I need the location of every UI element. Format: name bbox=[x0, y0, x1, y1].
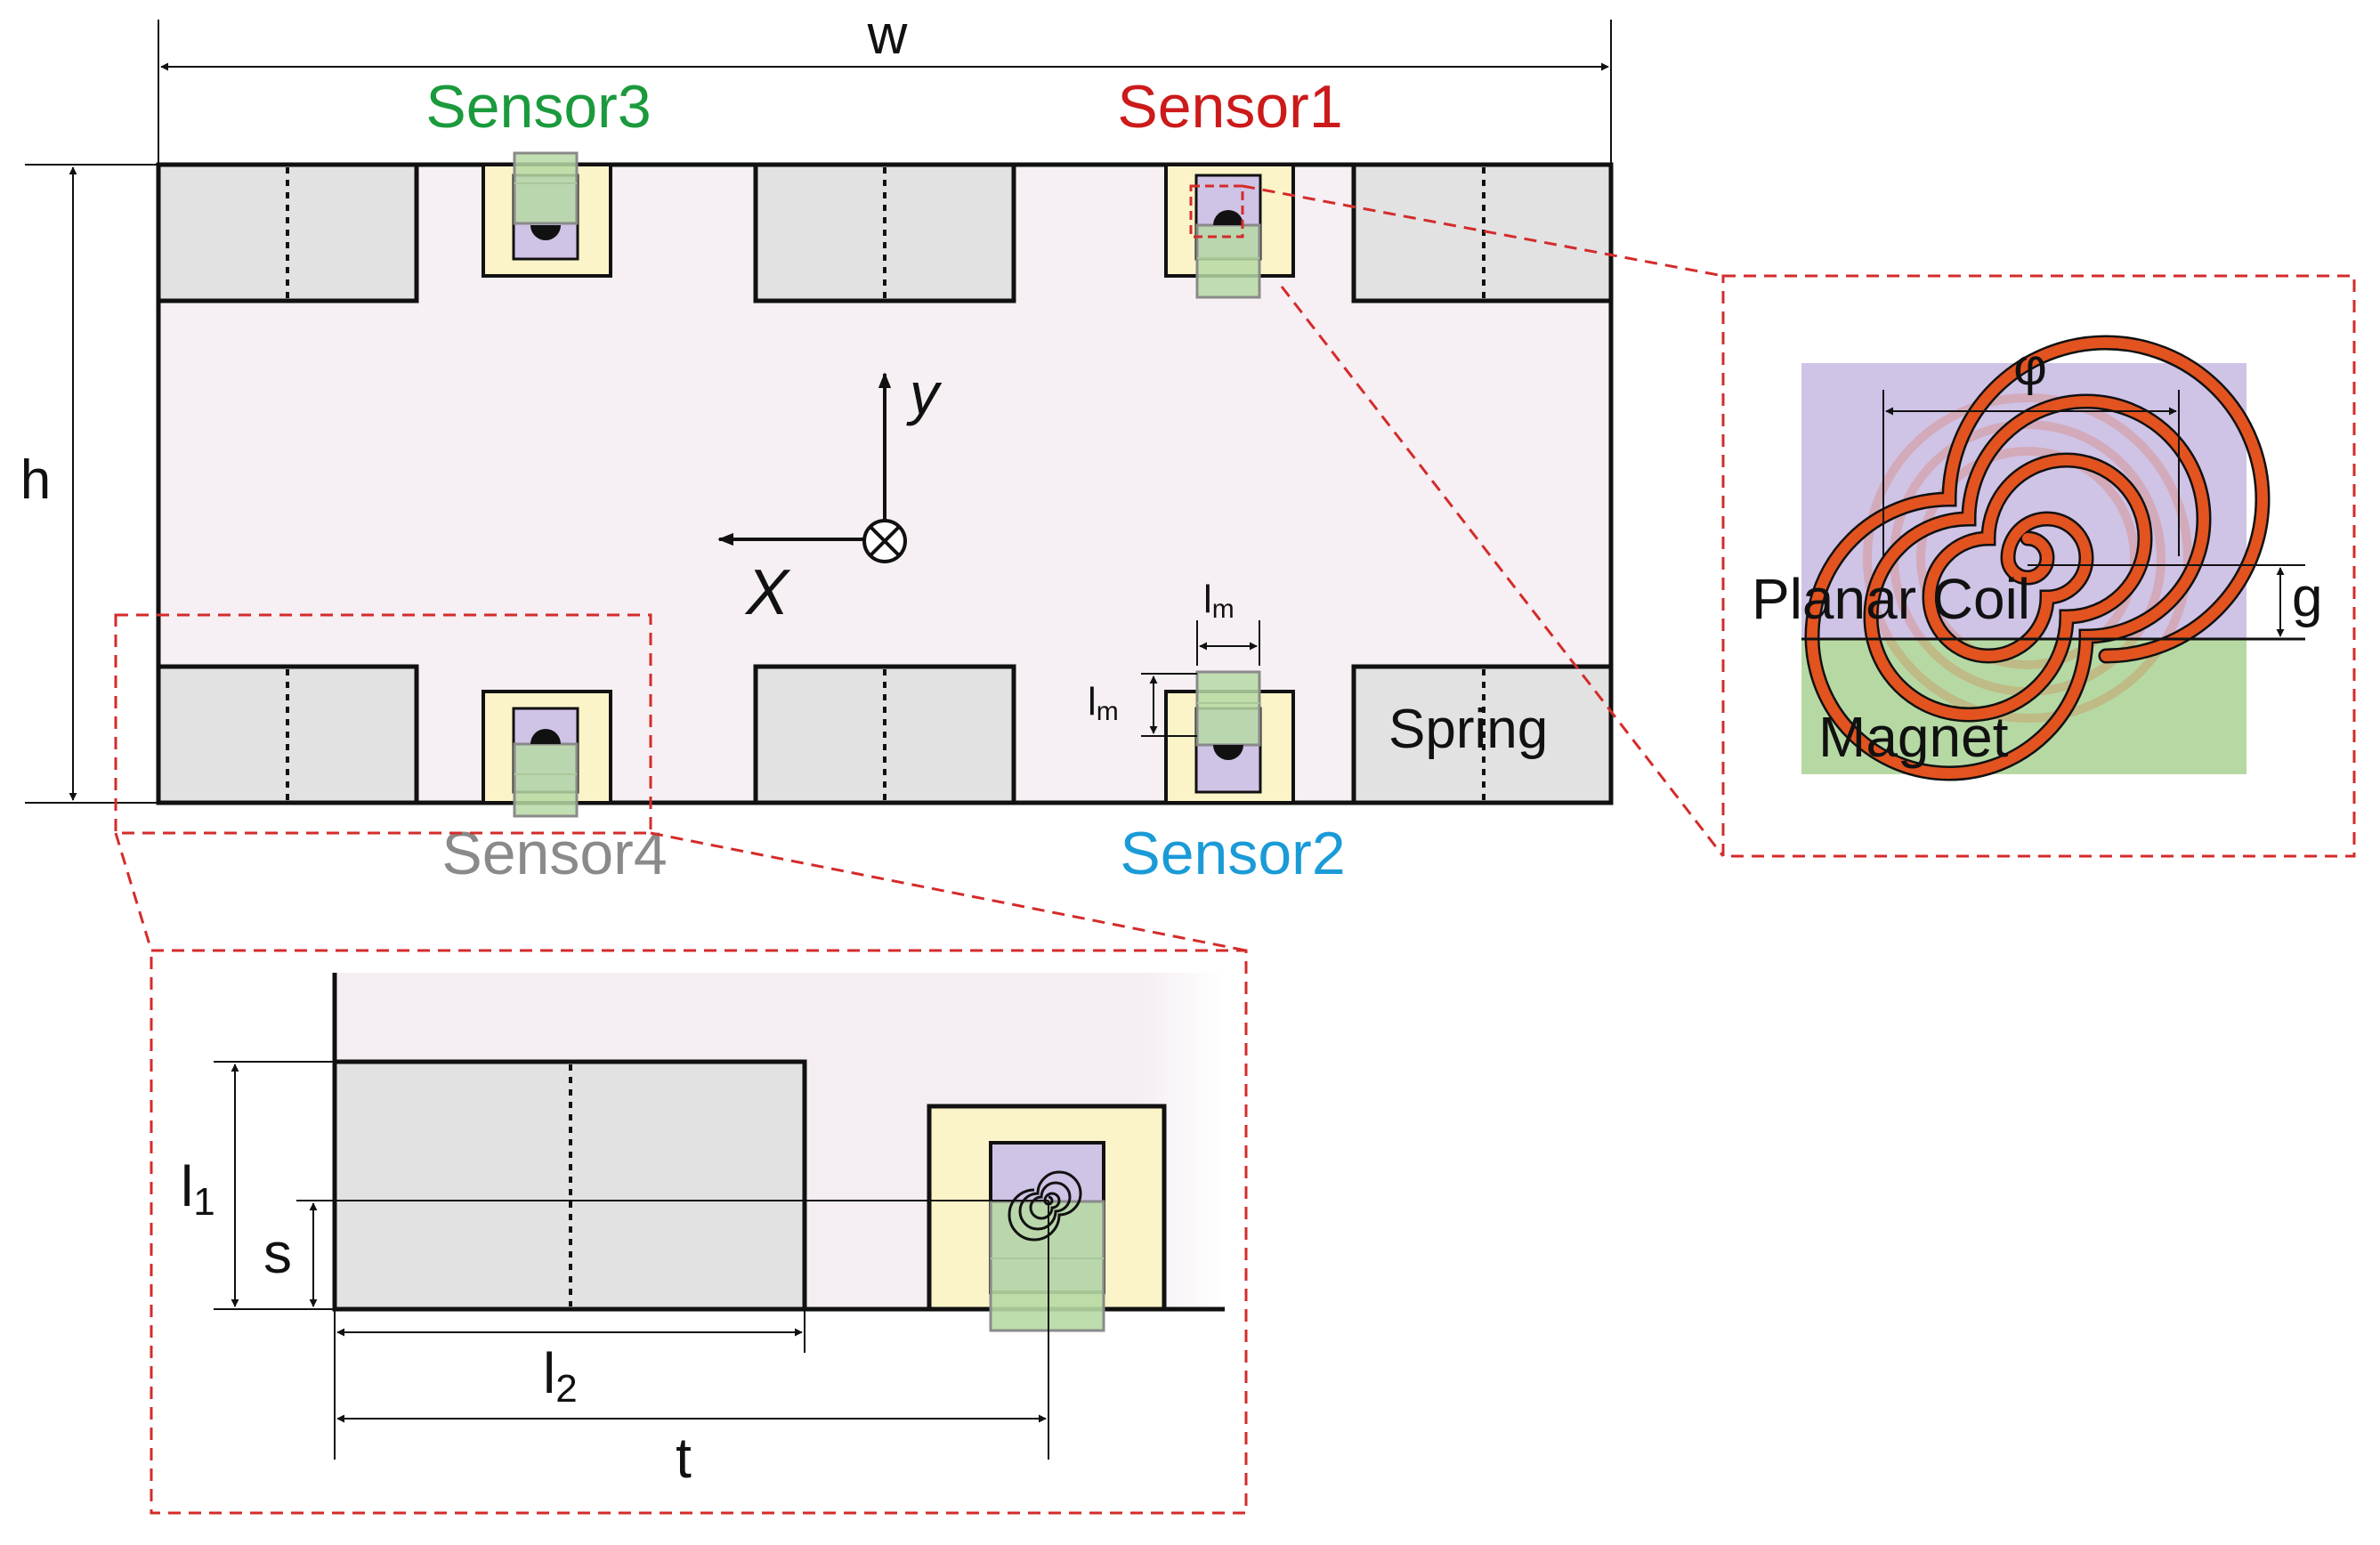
lm-dimensions: lm lm bbox=[1088, 578, 1260, 737]
phi-label: φ bbox=[2013, 338, 2047, 396]
sensor2-label: Sensor2 bbox=[1120, 820, 1345, 887]
w-label: w bbox=[867, 4, 908, 66]
g-label: g bbox=[2292, 567, 2322, 628]
coil-detail-callout: φ g Planar Coil Magnet bbox=[1242, 184, 2356, 858]
sensor4-label: Sensor4 bbox=[441, 820, 667, 887]
z-axis-cross bbox=[869, 525, 901, 557]
spring-label: Spring bbox=[1388, 699, 1548, 760]
coordinate-axes: y X bbox=[717, 360, 943, 628]
sensor4-assembly bbox=[482, 690, 612, 818]
sensor1-label: Sensor1 bbox=[1117, 73, 1342, 141]
sensor3-label: Sensor3 bbox=[425, 73, 651, 141]
s-label: s bbox=[263, 1221, 292, 1285]
y-axis-label: y bbox=[906, 360, 943, 426]
magnet-block bbox=[513, 151, 579, 225]
coil-dot bbox=[530, 729, 561, 744]
lm-h-label: lm bbox=[1203, 578, 1235, 624]
sensor3-assembly bbox=[482, 151, 612, 278]
x-axis-label: X bbox=[744, 557, 791, 628]
planar-coil-spiral-fill bbox=[1807, 337, 2268, 779]
zoom-source-box bbox=[114, 613, 652, 835]
l2-label: l2 bbox=[543, 1341, 578, 1411]
sensor4-detail-callout: l1 s l2 t bbox=[114, 613, 1248, 1515]
coil-mini-spiral bbox=[1008, 1170, 1082, 1242]
spring-block bbox=[753, 162, 1016, 303]
magnet-block bbox=[1195, 670, 1261, 747]
callout-leader bbox=[114, 832, 153, 951]
bottom-springs bbox=[156, 664, 1614, 805]
magnet-block bbox=[513, 742, 579, 818]
magnet-label: Magnet bbox=[1818, 705, 2009, 769]
planar-coil-label: Planar Coil bbox=[1752, 567, 2030, 631]
magnet-block-zoom bbox=[989, 1200, 1105, 1332]
zoom-source-box bbox=[1189, 184, 1244, 239]
board-dimensions: w h bbox=[20, 4, 1612, 804]
sensor2-assembly bbox=[1164, 670, 1295, 805]
top-springs bbox=[156, 162, 1614, 303]
main-board: lm lm Spring y X bbox=[156, 151, 1614, 818]
spring-block-zoom bbox=[332, 1059, 807, 1312]
coil-dot bbox=[1213, 745, 1243, 760]
sensor-labels: Sensor3 Sensor1 Sensor4 Sensor2 bbox=[425, 73, 1345, 887]
l1-label: l1 bbox=[181, 1154, 215, 1224]
coil-dot bbox=[530, 225, 561, 240]
h-label: h bbox=[20, 449, 51, 511]
lm-v-label: lm bbox=[1088, 680, 1119, 726]
sensor1-assembly bbox=[1164, 163, 1295, 299]
t-label: t bbox=[676, 1426, 692, 1490]
callout-leader bbox=[1280, 286, 1725, 857]
coil-dot bbox=[1213, 210, 1243, 225]
